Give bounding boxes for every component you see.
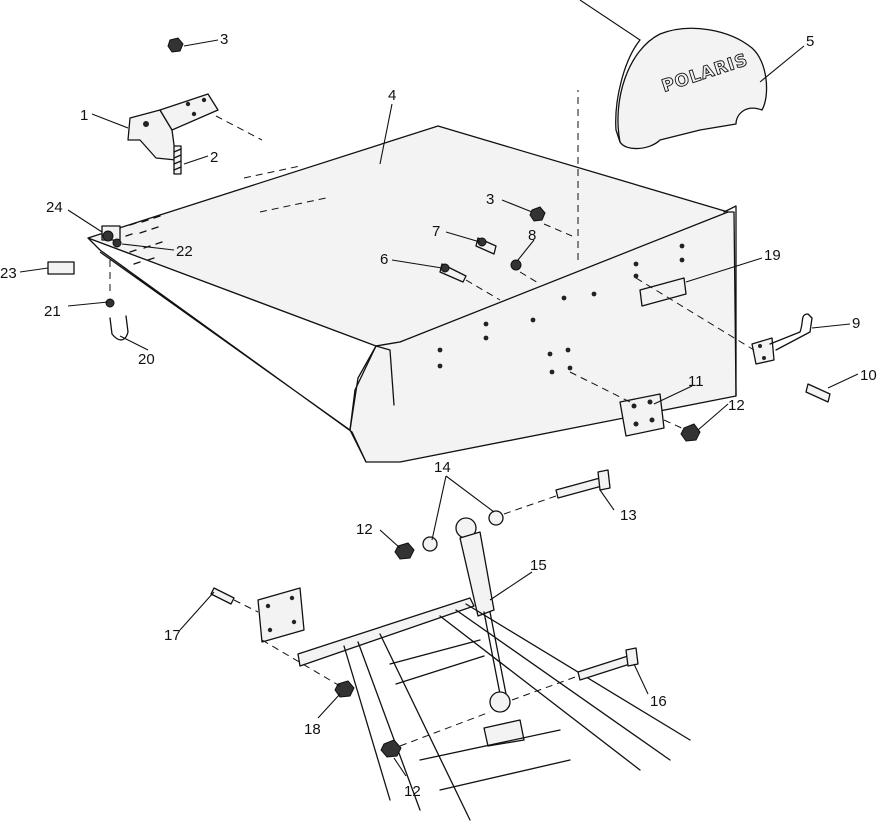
- backrest-cushion: POLARIS: [615, 27, 768, 150]
- nut-21: [105, 298, 115, 308]
- bolt-17: [210, 587, 235, 605]
- label-plate: [639, 277, 687, 307]
- callout-13: 13: [620, 507, 637, 524]
- callout-23: 23: [0, 265, 17, 282]
- callout-9: 9: [852, 315, 860, 332]
- bolt-10: [805, 383, 831, 403]
- callout-10: 10: [860, 367, 877, 384]
- grab-handle: [751, 313, 813, 365]
- callout-12-middle: 12: [356, 521, 373, 538]
- bolt-13: [555, 469, 611, 499]
- decal: [47, 261, 75, 275]
- nut-12-bottom: [380, 739, 402, 758]
- nut-12-middle: [394, 542, 415, 560]
- callout-14: 14: [434, 459, 451, 476]
- callout-3-top: 3: [220, 31, 228, 48]
- nut-18: [334, 680, 355, 698]
- callout-5: 5: [806, 33, 814, 50]
- callout-16: 16: [650, 693, 667, 710]
- callout-21: 21: [44, 303, 61, 320]
- bushing-left: [422, 536, 438, 552]
- bolt-7: [475, 237, 497, 255]
- frame-assembly: [297, 597, 691, 821]
- shock-absorber: [455, 517, 525, 747]
- callout-6: 6: [380, 251, 388, 268]
- callout-12-right: 12: [728, 397, 745, 414]
- callout-12-bottom: 12: [404, 783, 421, 800]
- callout-11: 11: [688, 373, 704, 390]
- nut-top: [167, 37, 184, 53]
- screw-22: [112, 238, 122, 248]
- assembly-lines: [109, 90, 755, 747]
- nut-middle: [529, 206, 546, 222]
- callout-4: 4: [388, 87, 396, 104]
- callout-labels: 1 2 3 3 4 5 6 7 8 9 10 11 12 12 12 13 14…: [0, 31, 877, 800]
- frame-bracket-plate: [257, 587, 305, 643]
- nut-12-right: [680, 423, 701, 442]
- clip-20: [109, 315, 129, 341]
- hinge-bolt: [173, 145, 182, 175]
- nut-8: [510, 259, 522, 271]
- callout-22: 22: [176, 243, 193, 260]
- seat-base-panel: [87, 125, 737, 463]
- bolt-16: [577, 647, 639, 681]
- callout-3-middle: 3: [486, 191, 494, 208]
- mounting-plate: [619, 393, 665, 437]
- callout-2: 2: [210, 149, 218, 166]
- callout-17: 17: [164, 627, 181, 644]
- bushing-right: [488, 510, 504, 526]
- leader-lines: [19, 0, 859, 777]
- callout-8: 8: [528, 227, 536, 244]
- rivet-24: [102, 230, 114, 242]
- bolt-6: [439, 263, 467, 283]
- callout-18: 18: [304, 721, 321, 738]
- callout-7: 7: [432, 223, 440, 240]
- callout-19: 19: [764, 247, 781, 264]
- callout-1: 1: [80, 107, 88, 124]
- callout-15: 15: [530, 557, 547, 574]
- callout-20: 20: [138, 351, 155, 368]
- hinge-bracket: [127, 93, 219, 161]
- callout-24: 24: [46, 199, 63, 216]
